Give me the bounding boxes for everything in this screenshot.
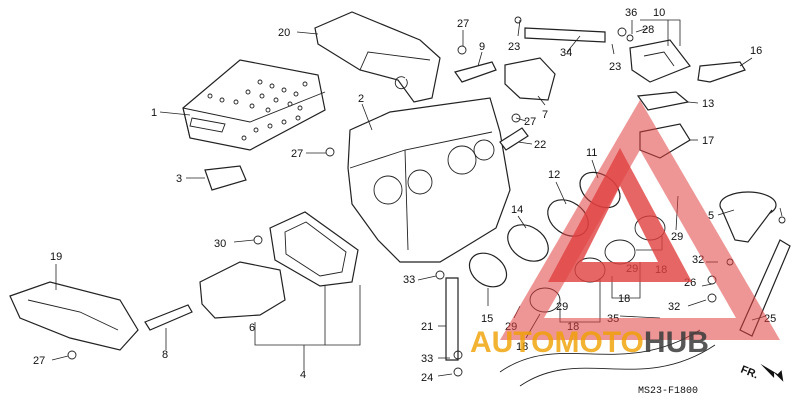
callout-14: 14 <box>511 204 523 216</box>
part-14-connecting-tube <box>507 224 549 262</box>
callout-34: 34 <box>560 47 572 59</box>
part-3-cover <box>204 165 247 191</box>
callout-3: 3 <box>176 173 182 185</box>
callout-5: 5 <box>708 210 714 222</box>
callout-33-a: 33 <box>403 274 415 286</box>
part-7-cap <box>504 57 556 101</box>
callout-1: 1 <box>151 107 157 119</box>
callout-4: 4 <box>300 369 306 381</box>
callout-23-b: 23 <box>609 61 621 73</box>
callout-10: 10 <box>653 7 665 19</box>
callout-16: 16 <box>750 45 762 57</box>
callout-15: 15 <box>481 313 493 325</box>
part-2-air-cleaner-case <box>347 97 511 263</box>
callout-27-b: 27 <box>524 116 536 128</box>
part-4-gasket-frame <box>269 211 359 287</box>
callout-24: 24 <box>421 372 433 384</box>
callout-6: 6 <box>249 322 255 334</box>
callout-27-d: 27 <box>33 355 45 367</box>
watermark-triangle-small <box>548 148 692 282</box>
drawing-code: MS23-F1800 <box>638 386 698 397</box>
callout-29-a: 29 <box>671 231 683 243</box>
part-6-intake-tube <box>199 261 286 319</box>
callout-30: 30 <box>214 238 226 250</box>
callout-23-a: 23 <box>508 41 520 53</box>
callout-18-b: 18 <box>618 293 630 305</box>
callout-32-b: 32 <box>668 301 680 313</box>
callout-18-d: 18 <box>516 341 528 353</box>
part-22-stay <box>499 127 529 151</box>
callout-20: 20 <box>278 27 290 39</box>
part-9-bracket <box>454 61 497 83</box>
part-1-filter-element <box>182 59 326 151</box>
part-8-strip <box>144 304 193 331</box>
callout-12: 12 <box>548 169 560 181</box>
callout-28: 28 <box>642 24 654 36</box>
leader-lines <box>51 19 783 377</box>
part-10-sensor <box>629 39 691 83</box>
callout-36: 36 <box>625 7 637 19</box>
callout-27-c: 27 <box>291 148 303 160</box>
direction-label: FR. <box>739 364 760 382</box>
callout-33-b: 33 <box>421 353 433 365</box>
part-15-connecting-tube <box>468 252 508 288</box>
watermark-triangle-large <box>500 100 780 340</box>
part-35-hose <box>499 329 701 373</box>
callout-2: 2 <box>358 93 364 105</box>
callout-17: 17 <box>702 135 714 147</box>
callout-11: 11 <box>586 147 597 159</box>
callout-7: 7 <box>542 109 548 121</box>
part-16-bracket <box>697 61 746 83</box>
callout-9: 9 <box>479 41 485 53</box>
front-arrow-icon <box>760 363 784 382</box>
part-5-funnel <box>719 191 777 243</box>
callout-21: 21 <box>421 321 433 333</box>
callout-29-c: 29 <box>556 301 568 313</box>
part-19-lower-duct <box>9 281 139 351</box>
part-34-hose <box>524 27 606 43</box>
part-20-upper-duct <box>314 11 441 103</box>
part-18-clamp-b <box>604 239 636 265</box>
callout-19: 19 <box>50 251 62 263</box>
callout-13: 13 <box>702 98 714 110</box>
callout-22: 22 <box>534 139 546 151</box>
callout-8: 8 <box>162 349 168 361</box>
watermark: AUTOMOTOHUB <box>470 100 780 359</box>
part-21-pipe <box>445 277 459 361</box>
callout-27-a: 27 <box>457 18 469 30</box>
watermark-text: AUTOMOTOHUB <box>470 326 709 359</box>
part-13-pad <box>636 91 690 111</box>
